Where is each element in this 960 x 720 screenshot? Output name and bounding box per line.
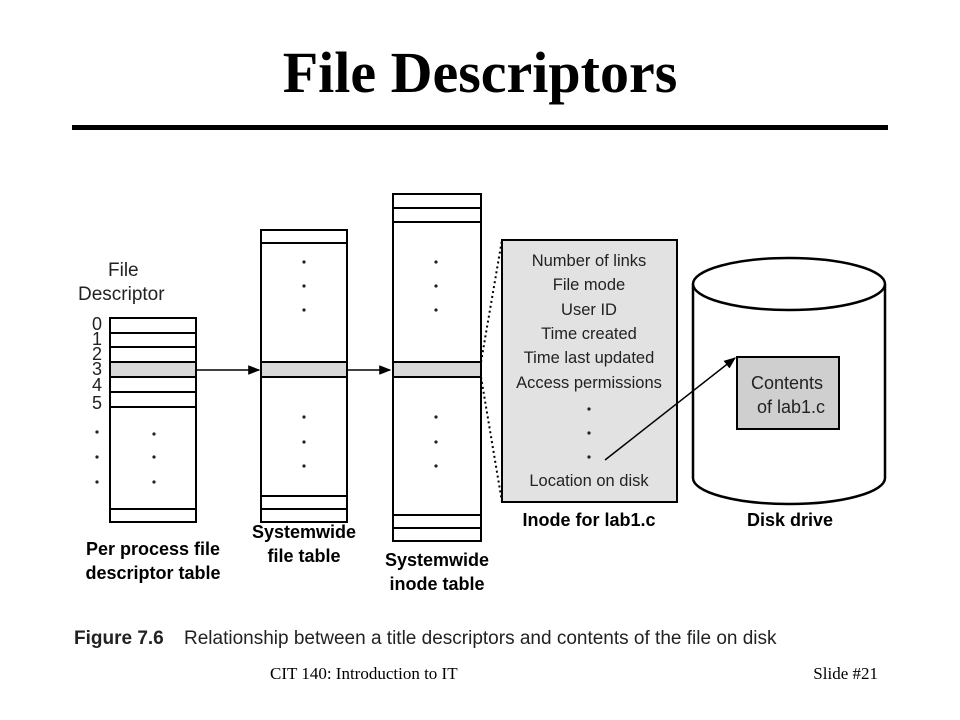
fd-table [109, 317, 197, 523]
figure-caption-text: Relationship between a title descriptors… [184, 628, 777, 649]
footer-slide-number: Slide #21 [813, 664, 878, 683]
footer-course: CIT 140: Introduction to IT [270, 664, 458, 683]
inode-table-caption-line2: inode table [389, 574, 484, 594]
fd-index: 5 [92, 393, 102, 413]
figure-caption-label: Figure 7.6 [74, 628, 164, 649]
fd-highlight-row [109, 361, 197, 378]
inode-field: User ID [561, 301, 617, 319]
inode-table-caption: Systemwide inode table [385, 550, 489, 594]
fd-index: 1 [92, 329, 102, 349]
file-table-caption-line2: file table [267, 546, 340, 566]
fd-index: 3 [92, 359, 102, 379]
inode-field: File mode [553, 276, 625, 294]
fd-index-dots [95, 430, 99, 484]
inode-detail-box: Number of links File mode User ID Time c… [501, 239, 678, 503]
disk-caption: Disk drive [747, 510, 833, 530]
disk-contents-line1: Contents [751, 373, 823, 393]
fd-caption-line2: descriptor table [85, 563, 220, 583]
systemwide-inode-table [392, 193, 482, 542]
disk-drive: Contents of lab1.c [691, 256, 887, 506]
inode-table-caption-line1: Systemwide [385, 550, 489, 570]
inode-field: Number of links [532, 252, 647, 270]
fd-caption-line1: Per process file [86, 539, 220, 559]
fd-header: File Descriptor [78, 260, 165, 305]
fd-indices: 0 1 2 3 4 5 [92, 314, 102, 413]
fd-header-line2: Descriptor [78, 284, 165, 305]
fd-header-line1: File [108, 260, 139, 281]
file-table-caption: Systemwide file table [252, 522, 356, 566]
file-table-highlight-row [260, 361, 348, 378]
slide-title: File Descriptors [282, 40, 678, 105]
inode-field: Time created [541, 325, 637, 343]
inode-table-highlight-row [392, 361, 482, 378]
title-divider [72, 125, 888, 130]
disk-contents-box [736, 356, 840, 430]
systemwide-file-table [260, 229, 348, 523]
inode-location-field: Location on disk [529, 472, 649, 490]
figure-caption: Figure 7.6 Relationship between a title … [74, 628, 777, 649]
fd-index: 4 [92, 375, 102, 395]
inode-field: Time last updated [524, 349, 655, 367]
inode-projection-lines [480, 239, 503, 503]
inode-caption: Inode for lab1.c [522, 510, 655, 530]
inode-field: Access permissions [516, 374, 662, 392]
fd-index: 2 [92, 344, 102, 364]
file-table-caption-line1: Systemwide [252, 522, 356, 542]
arrow-location-to-contents [604, 357, 736, 461]
fd-index: 0 [92, 314, 102, 334]
disk-contents-line2: of lab1.c [757, 397, 825, 417]
fd-table-caption: Per process file descriptor table [85, 539, 220, 583]
